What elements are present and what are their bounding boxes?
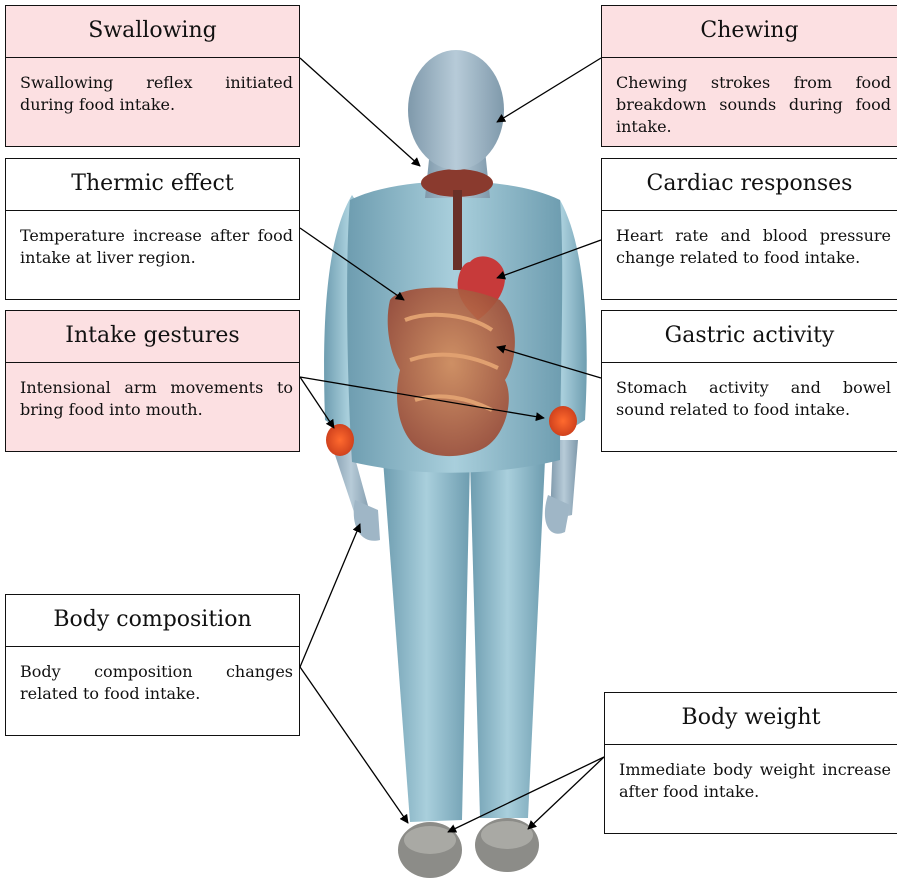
- thermic-effect-box: Thermic effect Temperature increase afte…: [5, 158, 300, 300]
- body-composition-box: Body composition Body composition change…: [5, 594, 300, 736]
- gastric-activity-description: Stomach activity and bowel sound related…: [602, 363, 897, 421]
- arrow-composition-foot: [300, 667, 408, 823]
- body-weight-description: Immediate body weight increase after foo…: [605, 745, 897, 803]
- swallowing-box: Swallowing Swallowing reflex initiated d…: [5, 5, 300, 147]
- swallowing-description: Swallowing reflex initiated during food …: [6, 58, 299, 116]
- thermic-effect-description: Temperature increase after food intake a…: [6, 211, 299, 269]
- gastric-activity-title: Gastric activity: [602, 311, 897, 363]
- arrow-chewing: [497, 58, 601, 122]
- right-wrist-sensor: [549, 406, 577, 436]
- swallowing-title: Swallowing: [6, 6, 299, 58]
- arrow-composition-hand: [300, 524, 360, 667]
- intake-gestures-description: Intensional arm movements to bring food …: [6, 363, 299, 421]
- cardiac-responses-description: Heart rate and blood pressure change rel…: [602, 211, 897, 269]
- legs: [383, 460, 545, 822]
- body-composition-description: Body composition changes related to food…: [6, 647, 299, 705]
- left-wrist-sensor: [326, 424, 354, 456]
- chewing-description: Chewing strokes from food breakdown soun…: [602, 58, 897, 138]
- arrow-swallowing: [300, 58, 420, 166]
- arrow-weight-right: [528, 757, 604, 829]
- shoes: [398, 818, 539, 878]
- digestive-organs: [388, 288, 515, 456]
- thermic-effect-title: Thermic effect: [6, 159, 299, 211]
- chewing-title: Chewing: [602, 6, 897, 58]
- body-composition-title: Body composition: [6, 595, 299, 647]
- head: [408, 50, 504, 170]
- gastric-activity-box: Gastric activity Stomach activity and bo…: [601, 310, 897, 452]
- intake-gestures-title: Intake gestures: [6, 311, 299, 363]
- cardiac-responses-title: Cardiac responses: [602, 159, 897, 211]
- chewing-box: Chewing Chewing strokes from food breakd…: [601, 5, 897, 147]
- cardiac-responses-box: Cardiac responses Heart rate and blood p…: [601, 158, 897, 300]
- body-weight-title: Body weight: [605, 693, 897, 745]
- body-weight-box: Body weight Immediate body weight increa…: [604, 692, 897, 834]
- intake-gestures-box: Intake gestures Intensional arm movement…: [5, 310, 300, 452]
